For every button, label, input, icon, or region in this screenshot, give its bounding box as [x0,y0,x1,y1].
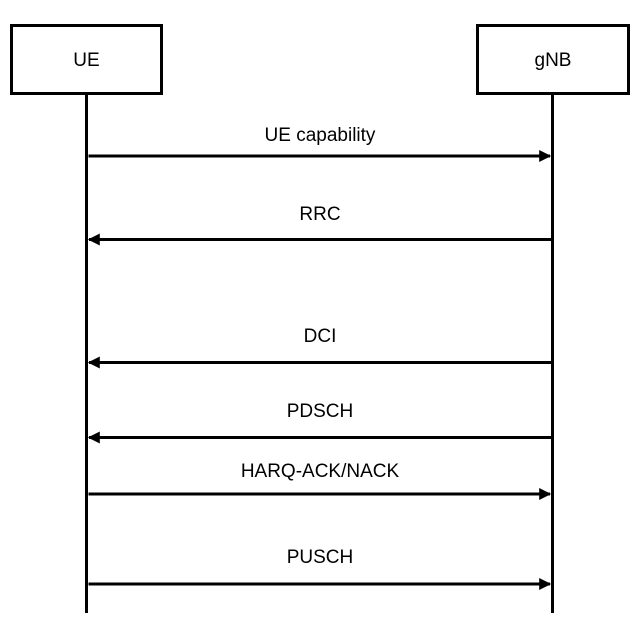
message-label: PDSCH [287,401,354,422]
actor-ue: UE [10,24,163,95]
message-dci: DCI [87,326,551,369]
message-rrc: RRC [87,204,551,246]
actor-label-gnb: gNB [535,50,572,71]
message-harq-ack-nack: HARQ-ACK/NACK [88,461,552,500]
actor-gnb: gNB [476,24,630,95]
actor-box-ue [10,24,163,95]
message-label: RRC [299,204,340,225]
message-ue-capability: UE capability [88,125,552,162]
message-pdsch: PDSCH [87,401,551,444]
message-label: UE capability [265,125,376,146]
actor-label-ue: UE [73,50,99,71]
actor-box-gnb [476,24,630,95]
message-label: HARQ-ACK/NACK [241,461,400,482]
message-label: DCI [304,326,337,347]
message-pusch: PUSCH [88,547,552,590]
message-label: PUSCH [287,547,354,568]
